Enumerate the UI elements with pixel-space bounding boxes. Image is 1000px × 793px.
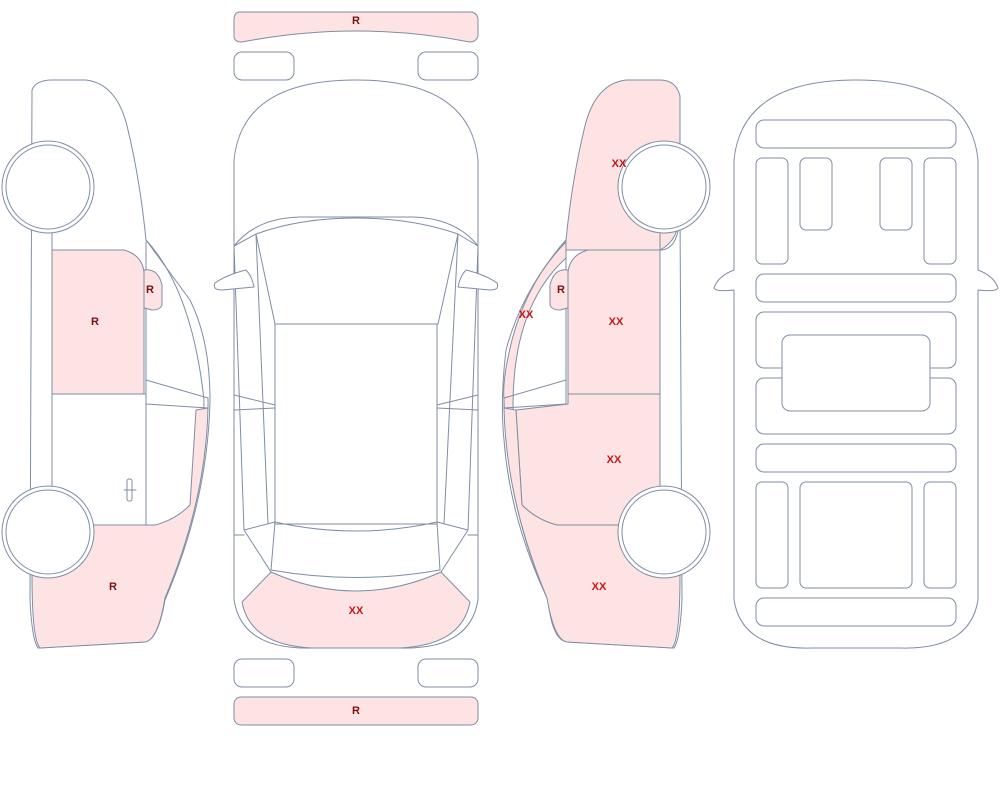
hood-mark: XX [349, 605, 364, 617]
left-side-view: R R R [1, 79, 211, 649]
front-left-light [233, 658, 295, 688]
top-view: R XX R [213, 11, 499, 726]
left-mirror [143, 269, 163, 311]
right-rear-quarter-mark: XX [612, 158, 627, 170]
right-mirror-mark: R [557, 284, 565, 296]
left-window-line [145, 379, 209, 409]
rear-parcel-shelf [755, 119, 957, 149]
front-bumper [233, 696, 479, 726]
left-a-pillar [233, 233, 276, 573]
rear-left-headrest [799, 157, 833, 231]
center-console [781, 334, 931, 412]
roof [274, 323, 438, 525]
front-left-seat [755, 481, 789, 589]
rear-window [233, 216, 479, 325]
right-side-view: XX XX R XX XX XX [501, 79, 711, 649]
right-rear-wheel-rim [621, 144, 707, 230]
rear-window-inner [255, 217, 459, 235]
right-window-line [503, 379, 567, 409]
right-mirror [549, 269, 569, 311]
left-rear-door-mark: R [91, 316, 99, 328]
front-seat-bar [755, 443, 957, 473]
rear-right-headrest [879, 157, 913, 231]
right-front-door-mark: XX [607, 454, 622, 466]
left-rear-wheel-rim [5, 144, 91, 230]
left-b-pillar [233, 394, 276, 411]
right-front-fender-mark: XX [592, 581, 607, 593]
right-rear-door-mark: XX [609, 316, 624, 328]
front-console [799, 481, 913, 589]
right-rear-door [567, 249, 661, 395]
rear-bumper-mark: R [352, 15, 360, 27]
windshield-top [270, 521, 441, 578]
front-bumper-mark: R [352, 705, 360, 717]
interior-view [713, 79, 999, 649]
left-front-wheel-rim [5, 489, 91, 575]
top-right-mirror [457, 269, 499, 291]
front-right-light [417, 658, 479, 688]
rear-right-light [417, 51, 479, 81]
left-rear-door [51, 249, 145, 395]
right-a-pillar [436, 233, 479, 573]
right-b-pillar [436, 394, 479, 411]
rear-bumper [233, 11, 479, 43]
rear-bench [755, 273, 957, 303]
front-right-seat [923, 481, 957, 589]
rear-right-seat [923, 157, 957, 265]
dashboard [755, 597, 957, 627]
left-mirror-mark: R [146, 284, 154, 296]
hood-panel [241, 571, 471, 649]
right-front-wheel-rim [621, 489, 707, 575]
rear-left-light [233, 51, 295, 81]
top-left-mirror [213, 269, 255, 291]
left-front-fender-mark: R [109, 581, 117, 593]
right-rocker-mark: XX [519, 309, 534, 321]
rear-left-seat [755, 157, 789, 265]
